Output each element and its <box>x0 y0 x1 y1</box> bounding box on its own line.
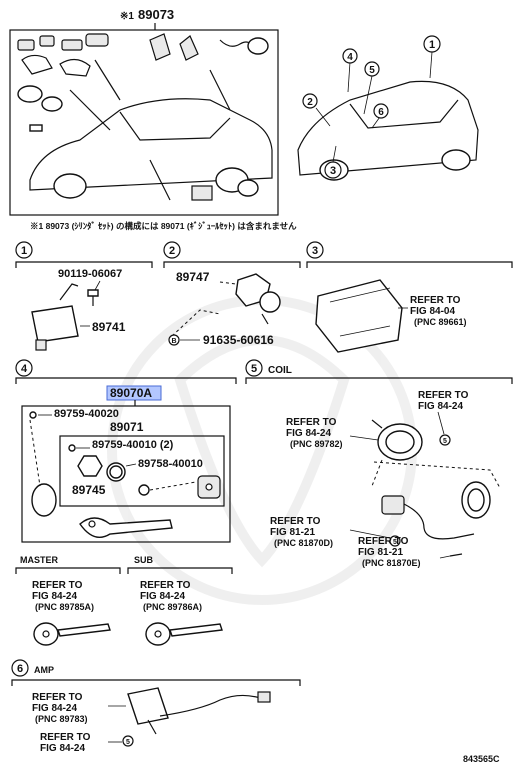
amp-marker: 5 <box>126 739 130 746</box>
group-4-number: 4 <box>21 363 28 375</box>
ecu-module-icon <box>315 279 403 353</box>
bolt-part-label[interactable]: 90119-06067 <box>58 268 122 280</box>
callout-5[interactable]: 5 <box>364 61 380 77</box>
highlight-part-label[interactable]: 89070A <box>110 386 152 400</box>
car-illustration-left <box>29 98 273 201</box>
battery-cover-icon <box>197 475 221 499</box>
bulb-marker: B <box>171 338 176 345</box>
group-5: 5 COIL REFER TO FIG 84-24 5 REFER TO FIG… <box>245 359 513 568</box>
car-illustration-right <box>297 51 479 181</box>
svg-text:1: 1 <box>429 39 435 51</box>
sub-set-box <box>59 435 225 507</box>
key-set-box <box>21 405 231 543</box>
group-5-number: 5 <box>251 363 257 375</box>
svg-text:5: 5 <box>369 65 375 76</box>
group-6-number: 6 <box>17 663 23 675</box>
group-3: 3 REFER TO FIG 84-04 (PNC 89661) <box>306 241 513 353</box>
amp-ref-b-2[interactable]: FIG 84-24 <box>40 743 85 754</box>
callout-1[interactable]: 1 <box>423 35 441 53</box>
coil-ref-d-2[interactable]: FIG 81-21 <box>358 547 403 558</box>
highlight-part-box[interactable] <box>106 385 162 401</box>
coil-marker-a: 5 <box>443 438 447 445</box>
ring-part-label[interactable]: 89758-40010 <box>138 458 203 470</box>
amp-ref-a-pnc[interactable]: (PNC 89783) <box>35 714 88 724</box>
callout-6[interactable]: 6 <box>373 103 389 119</box>
svg-text:3: 3 <box>330 165 336 177</box>
group-2: 2 89747 B 91635-60616 <box>163 241 301 347</box>
group-3-refer-1[interactable]: REFER TO <box>410 295 461 306</box>
group-6: 6 AMP REFER TO FIG 84-24 (PNC 89783) 5 R… <box>11 659 301 754</box>
coil-ref-a-2[interactable]: FIG 84-24 <box>418 401 463 412</box>
amp-ref-b-1[interactable]: REFER TO <box>40 732 91 743</box>
amp-title: AMP <box>34 665 54 675</box>
screw-icon <box>29 411 37 419</box>
callout-2[interactable]: 2 <box>302 93 318 109</box>
note-marker: ※1 <box>120 11 134 22</box>
svg-text:6: 6 <box>378 107 384 118</box>
module-part-label[interactable]: 89741 <box>92 320 126 334</box>
cylinder-set-box <box>9 29 279 216</box>
key-set-part-label[interactable]: 89071 <box>110 420 144 434</box>
coil-harness-icon <box>381 481 491 540</box>
master-key-icon <box>33 622 111 646</box>
sub-screw-part-label[interactable]: 89759-40010 (2) <box>92 439 174 451</box>
callout-4[interactable]: 4 <box>342 48 358 64</box>
svg-text:4: 4 <box>347 52 353 63</box>
group-2-number: 2 <box>169 245 175 257</box>
sub-key-group: SUB REFER TO FIG 84-24 (PNC 89786A) <box>127 555 233 646</box>
lock-cylinder-parts <box>17 33 269 132</box>
master-refer-1[interactable]: REFER TO <box>32 580 83 591</box>
callout-3[interactable]: 3 <box>324 161 342 179</box>
sub-refer-1[interactable]: REFER TO <box>140 580 191 591</box>
coil-ref-b-1[interactable]: REFER TO <box>286 417 337 428</box>
sub-pnc[interactable]: (PNC 89786A) <box>143 602 202 612</box>
sub-refer-2[interactable]: FIG 84-24 <box>140 591 185 602</box>
ignition-switch-icon <box>235 273 281 325</box>
screw-part-label[interactable]: 89759-40020 <box>54 408 119 420</box>
coil-ref-d-pnc[interactable]: (PNC 81870E) <box>362 558 421 568</box>
master-pnc[interactable]: (PNC 89785A) <box>35 602 94 612</box>
master-key-group: MASTER REFER TO FIG 84-24 (PNC 89785A) <box>15 555 121 646</box>
group-4: 4 89070A 89759-40020 89071 89759-40010 (… <box>15 359 237 543</box>
coil-ref-c-1[interactable]: REFER TO <box>270 516 321 527</box>
cylinder-set-number: 89073 <box>138 7 174 22</box>
group-1-number: 1 <box>21 245 27 257</box>
transponder-coil-icon <box>371 419 423 461</box>
bulb-part-label[interactable]: 91635-60616 <box>203 333 274 347</box>
coil-ref-b-2[interactable]: FIG 84-24 <box>286 428 331 439</box>
coil-marker-b: 5 <box>393 539 397 546</box>
diagram-code: 843565C <box>463 754 500 764</box>
amp-ref-a-2[interactable]: FIG 84-24 <box>32 703 77 714</box>
cover-part-label[interactable]: 89745 <box>72 483 106 497</box>
hex-cover-icon <box>77 455 103 477</box>
amplifier-icon <box>127 687 271 735</box>
ring-icon <box>106 462 126 482</box>
coil-ref-c-pnc[interactable]: (PNC 81870D) <box>274 538 333 548</box>
coil-ref-d-1[interactable]: REFER TO <box>358 536 409 547</box>
group-3-refer-2[interactable]: FIG 84-04 <box>410 306 455 317</box>
master-title: MASTER <box>20 555 59 565</box>
group-3-number: 3 <box>312 245 318 257</box>
coil-ref-a-1[interactable]: REFER TO <box>418 390 469 401</box>
control-module-icon <box>31 283 79 351</box>
coil-ref-b-pnc[interactable]: (PNC 89782) <box>290 439 343 449</box>
master-refer-2[interactable]: FIG 84-24 <box>32 591 77 602</box>
top-section: ※1 89073 <box>9 7 479 231</box>
sub-title: SUB <box>134 555 154 565</box>
svg-text:2: 2 <box>307 97 313 108</box>
coil-ref-c-2[interactable]: FIG 81-21 <box>270 527 315 538</box>
coil-title: COIL <box>268 365 292 376</box>
group-1: 1 90119-06067 89741 <box>15 241 153 351</box>
switch-part-label[interactable]: 89747 <box>176 270 210 284</box>
sub-key-icon <box>145 622 223 646</box>
bolt-icon <box>87 289 99 306</box>
group-3-pnc[interactable]: (PNC 89661) <box>414 317 467 327</box>
amp-ref-a-1[interactable]: REFER TO <box>32 692 83 703</box>
footnote: ※1 89073 (ｼﾘﾝﾀﾞ ｾｯﾄ) の構成には 89071 (ｷﾞｼﾞｭｰ… <box>30 221 297 231</box>
key-shell-icon <box>31 483 173 538</box>
